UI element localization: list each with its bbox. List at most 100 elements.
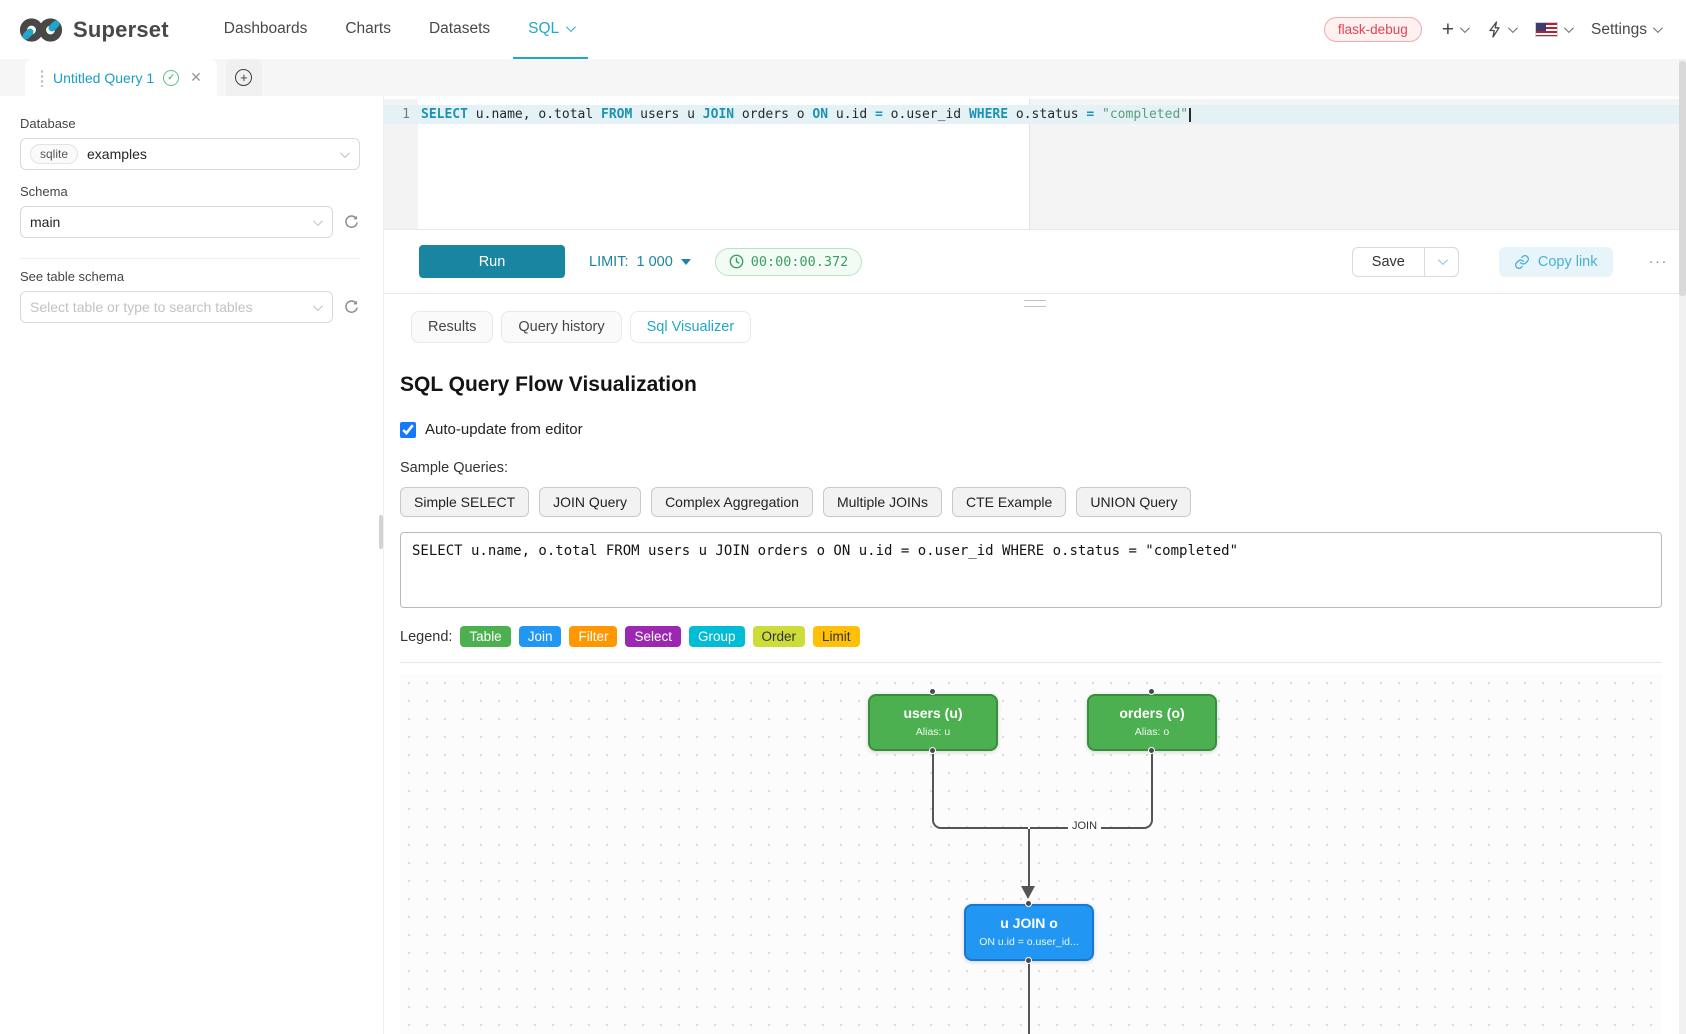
legend-badge-group: Group <box>689 626 745 647</box>
table-schema-label: See table schema <box>20 269 125 284</box>
us-flag-icon <box>1534 22 1558 37</box>
editor-active-line <box>384 105 1686 124</box>
pane-resize-handle[interactable] <box>1024 300 1046 307</box>
schema-value: main <box>30 214 61 230</box>
infinity-logo-icon <box>19 17 63 42</box>
sample-query-complex-aggregation[interactable]: Complex Aggregation <box>651 487 813 517</box>
join-node[interactable]: u JOIN o ON u.id = o.user_id... <box>964 904 1094 961</box>
database-value: examples <box>87 146 147 162</box>
close-tab-icon[interactable]: ✕ <box>190 69 202 85</box>
chevron-down-icon <box>1507 23 1518 34</box>
node-handle[interactable] <box>1148 747 1155 754</box>
edge-join-downstream <box>1028 961 1030 1034</box>
caret-down-icon <box>680 258 691 265</box>
chevron-down-icon <box>1459 23 1470 34</box>
copy-link-button[interactable]: Copy link <box>1498 246 1613 277</box>
legend-badge-table: Table <box>460 626 511 647</box>
sample-queries-label: Sample Queries: <box>400 460 508 476</box>
sidebar-divider <box>20 258 360 259</box>
sidebar-splitter[interactable] <box>379 96 383 1034</box>
settings-menu[interactable]: Settings <box>1590 20 1663 39</box>
chevron-down-icon <box>1652 23 1663 34</box>
sample-query-buttons: Simple SELECT JOIN Query Complex Aggregati… <box>400 487 1662 517</box>
table-select[interactable]: Select table or type to search tables <box>20 291 333 323</box>
save-button[interactable]: Save <box>1351 246 1425 277</box>
database-label: Database <box>20 116 76 131</box>
drag-handle-icon[interactable] <box>40 68 44 87</box>
sql-code-line[interactable]: SELECT u.name, o.total FROM users u JOIN… <box>421 105 1192 124</box>
nav-item-label: Dashboards <box>223 19 308 37</box>
nav-item-label: SQL <box>528 19 560 37</box>
table-node-users[interactable]: users (u) Alias: u <box>868 694 998 751</box>
sample-query-union-query[interactable]: UNION Query <box>1076 487 1192 517</box>
refresh-tables-icon[interactable] <box>343 299 360 316</box>
table-node-orders[interactable]: orders (o) Alias: o <box>1087 694 1217 751</box>
legend-badge-filter: Filter <box>569 626 618 647</box>
language-picker[interactable] <box>1534 22 1574 37</box>
tab-results[interactable]: Results <box>411 311 494 343</box>
new-query-tab-button[interactable]: + <box>225 59 262 96</box>
nav-item-label: Datasets <box>428 19 491 37</box>
auto-update-checkbox[interactable] <box>400 421 416 438</box>
edge-merged <box>1028 829 1030 887</box>
sample-query-multiple-joins[interactable]: Multiple JOINs <box>822 487 942 517</box>
save-dropdown-button[interactable] <box>1424 246 1459 277</box>
limit-label: LIMIT: <box>589 253 629 270</box>
settings-label: Settings <box>1590 20 1647 38</box>
sidebar-splitter-handle[interactable] <box>379 515 383 549</box>
refresh-schema-icon[interactable] <box>343 214 360 231</box>
limit-value: 1 000 <box>636 253 673 270</box>
clock-icon <box>729 254 744 269</box>
run-button[interactable]: Run <box>419 245 565 278</box>
page-scrollbar-thumb[interactable] <box>1679 61 1686 296</box>
sample-query-cte-example[interactable]: CTE Example <box>951 487 1067 517</box>
flow-canvas[interactable]: JOIN users (u) Alias: u orders (o) Alias… <box>400 674 1662 1034</box>
tab-query-history[interactable]: Query history <box>501 311 622 343</box>
node-handle[interactable] <box>1025 900 1032 907</box>
alerts-menu-button[interactable] <box>1487 21 1518 38</box>
superset-logo[interactable]: Superset <box>18 15 169 45</box>
sql-visualizer-panel: SQL Query Flow Visualization Auto-update… <box>384 343 1686 1034</box>
query-tab[interactable]: Untitled Query 1 ✓ ✕ <box>25 59 217 96</box>
sql-editor[interactable]: 1 SELECT u.name, o.total FROM users u JO… <box>384 99 1686 229</box>
plus-icon: + <box>1441 18 1454 41</box>
database-select[interactable]: sqlite examples <box>20 138 360 170</box>
query-input[interactable]: SELECT u.name, o.total FROM users u JOIN… <box>400 532 1662 608</box>
edge-users-to-join <box>932 751 1028 829</box>
node-handle[interactable] <box>929 688 936 695</box>
node-handle[interactable] <box>929 747 936 754</box>
sample-query-join-query[interactable]: JOIN Query <box>539 487 642 517</box>
sql-token: u.id <box>828 107 876 122</box>
legend-badge-join: Join <box>518 626 562 647</box>
link-icon <box>1514 254 1529 269</box>
nav-item-charts[interactable]: Charts <box>330 0 406 59</box>
tab-sql-visualizer[interactable]: Sql Visualizer <box>629 311 752 343</box>
edge-orders-to-join <box>1030 751 1153 829</box>
sql-token: users u <box>632 107 703 122</box>
sql-token: FROM <box>601 107 633 122</box>
node-handle[interactable] <box>1148 688 1155 695</box>
sql-token: u.name, o.total <box>467 107 602 122</box>
nav-item-sql[interactable]: SQL <box>513 0 589 59</box>
sample-query-simple-select[interactable]: Simple SELECT <box>400 487 530 517</box>
query-tabstrip: Untitled Query 1 ✓ ✕ + <box>0 59 1686 96</box>
node-handle[interactable] <box>1025 957 1032 964</box>
more-actions-button[interactable]: ··· <box>1648 253 1668 270</box>
schema-label: Schema <box>20 184 68 199</box>
nav-item-dashboards[interactable]: Dashboards <box>209 0 323 59</box>
saved-check-icon: ✓ <box>163 69 180 86</box>
nav-item-datasets[interactable]: Datasets <box>414 0 505 59</box>
text-cursor <box>1189 108 1192 122</box>
chevron-down-icon <box>312 300 323 311</box>
legend-badge-order: Order <box>752 626 806 647</box>
sql-token: "completed" <box>1102 107 1189 122</box>
sql-token: o.user_id <box>882 107 969 122</box>
schema-select[interactable]: main <box>20 206 333 238</box>
limit-dropdown[interactable]: LIMIT: 1 000 <box>589 254 691 270</box>
node-title: users (u) <box>903 705 963 721</box>
page-scrollbar[interactable] <box>1679 59 1686 1034</box>
add-menu-button[interactable]: + <box>1441 18 1470 41</box>
